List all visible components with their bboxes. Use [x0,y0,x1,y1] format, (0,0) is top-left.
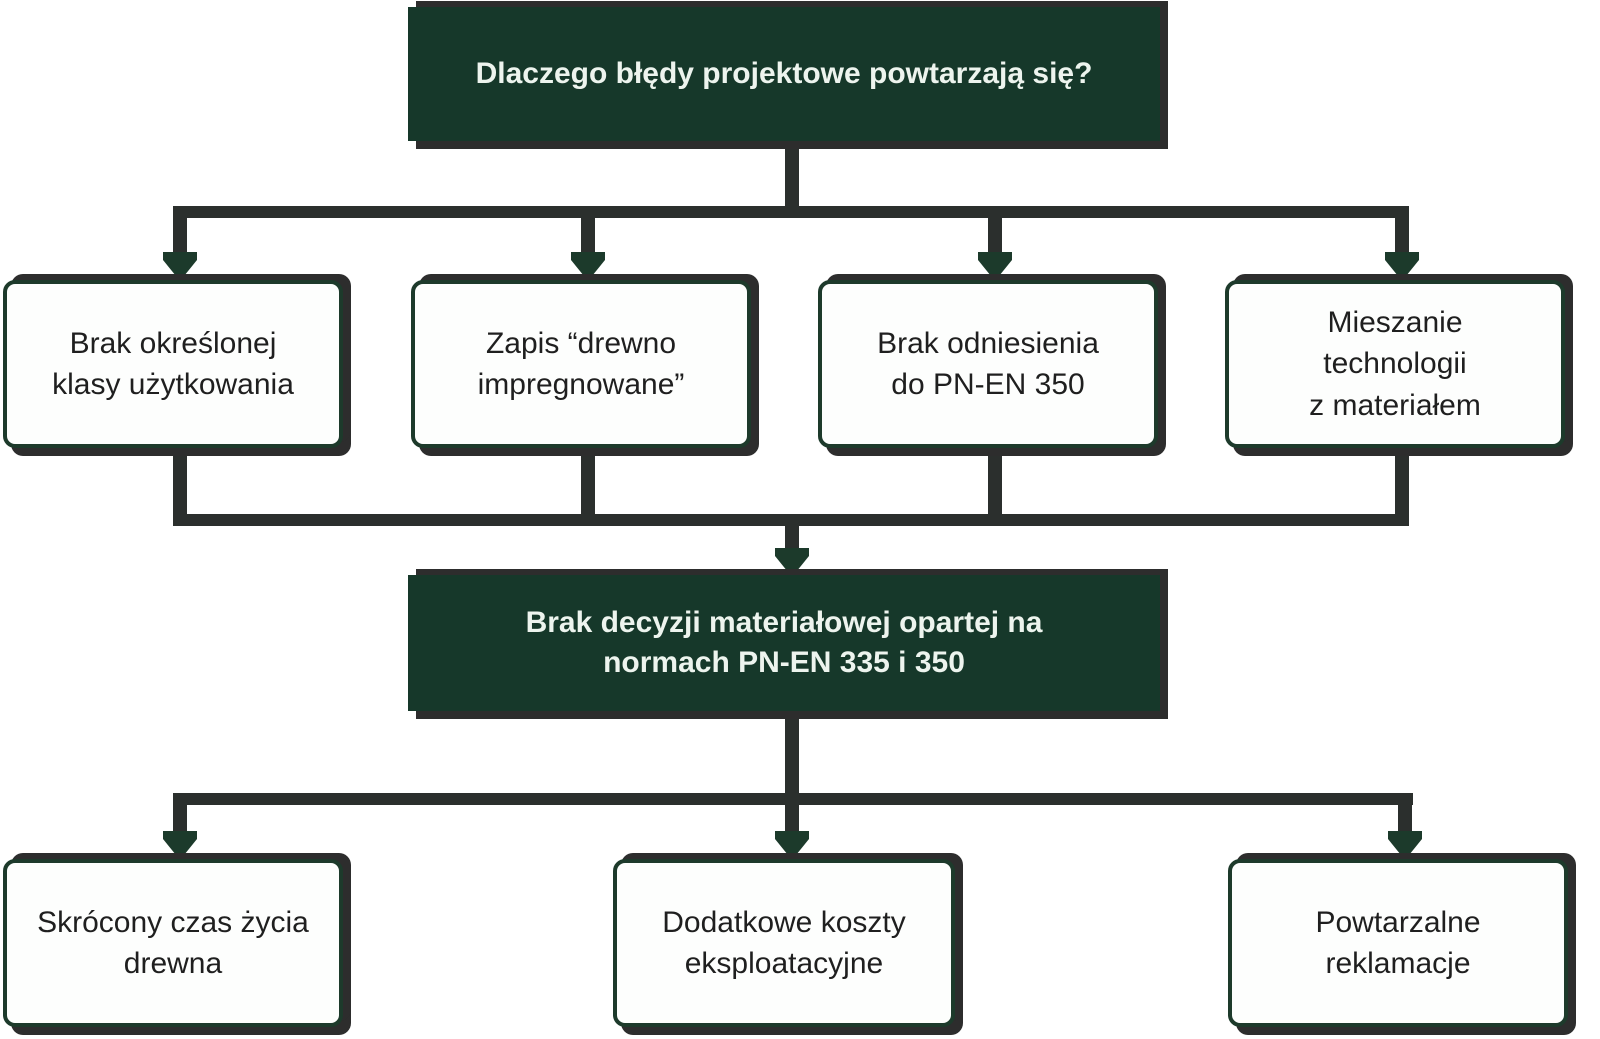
connector-causes-bus [173,206,1409,218]
connector-drop-effect-3 [1398,799,1412,835]
arrowhead-down-icon [1385,260,1419,281]
arrowhead-down-icon [1388,831,1422,839]
cause-box-2: Zapis “drewno impregnowane” [411,280,751,448]
connector-riser-cause-2 [581,444,595,516]
connector-riser-cause-3 [988,444,1002,516]
connector-drop-cause-4 [1395,212,1409,256]
arrowhead-down-icon [775,831,809,839]
effect-box-1: Skrócony czas życia drewna [3,859,343,1027]
arrowhead-down-icon [163,260,197,281]
effect-box-2: Dodatkowe koszty eksploatacyjne [613,859,955,1027]
arrowhead-down-icon [1388,839,1422,860]
cause-box-4: Mieszanie technologii z materiałem [1225,280,1565,448]
arrowhead-down-icon [1385,252,1419,260]
cause-box-3: Brak odniesienia do PN-EN 350 [818,280,1158,448]
connector-riser-cause-4 [1395,444,1409,516]
connector-effects-stem [785,710,799,795]
arrowhead-down-icon [163,839,197,860]
arrowhead-down-icon [978,260,1012,281]
connector-drop-cause-2 [581,212,595,256]
connector-drop-effect-1 [173,799,187,835]
arrowhead-down-icon [571,252,605,260]
arrowhead-down-icon [163,831,197,839]
connector-drop-cause-3 [988,212,1002,256]
conclusion-box: Brak decyzji materiałowej opartej na nor… [408,575,1160,711]
arrowhead-down-icon [163,252,197,260]
arrowhead-down-icon [571,260,605,281]
connector-drop-effect-2 [785,799,799,835]
connector-riser-cause-1 [173,444,187,516]
connector-drop-cause-1 [173,212,187,256]
root-question-box: Dlaczego błędy projektowe powtarzają się… [408,7,1160,141]
cause-box-1: Brak określonej klasy użytkowania [3,280,343,448]
arrowhead-down-icon [775,548,809,556]
arrowhead-down-icon [775,839,809,860]
arrowhead-down-icon [978,252,1012,260]
connector-root-stem [785,140,799,210]
connector-conclusion-stem [785,520,799,550]
arrowhead-down-icon [775,556,809,577]
effect-box-3: Powtarzalne reklamacje [1228,859,1568,1027]
